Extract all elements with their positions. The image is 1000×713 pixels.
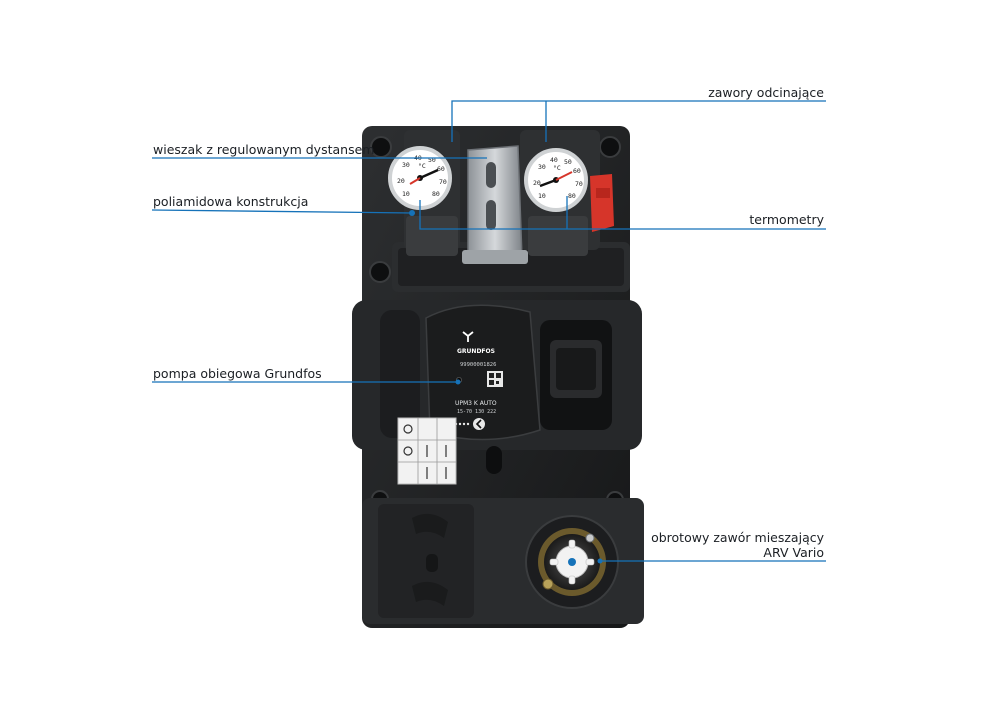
thermo-right-unit: °C bbox=[553, 164, 561, 172]
label-arv-vario: ARV Vario bbox=[763, 545, 824, 560]
label-poliamidowa-konstrukcja: poliamidowa konstrukcja bbox=[153, 194, 309, 209]
thermo-right-tick: 60 bbox=[573, 167, 581, 175]
thermometer-right bbox=[524, 148, 588, 212]
thermo-left-tick: 50 bbox=[428, 156, 436, 164]
thermo-left-tick: 30 bbox=[402, 161, 410, 169]
thermo-right-tick: 40 bbox=[550, 156, 558, 164]
thermo-left-unit: °C bbox=[418, 162, 426, 170]
rotary-mixing-valve bbox=[525, 515, 619, 609]
pump-brand: GRUNDFOS bbox=[457, 348, 495, 355]
label-zawor-mieszajacy: obrotowy zawór mieszający bbox=[651, 530, 824, 545]
thermo-left-tick: 70 bbox=[439, 178, 447, 186]
grundfos-pump: GRUNDFOS 99900001826 UPM3 K AUTO 15-70 1… bbox=[425, 304, 612, 441]
dot-zawor bbox=[597, 558, 603, 564]
thermo-right-tick: 80 bbox=[568, 192, 576, 200]
thermo-left-tick: 80 bbox=[432, 190, 440, 198]
thermo-left-tick: 20 bbox=[397, 177, 405, 185]
pump-model: UPM3 K AUTO bbox=[455, 400, 497, 407]
leader-zawory bbox=[451, 100, 826, 142]
valve-handle bbox=[590, 174, 614, 232]
leader-poliamid bbox=[151, 209, 413, 214]
thermo-right-tick: 30 bbox=[538, 163, 546, 171]
thermo-left-tick: 60 bbox=[437, 165, 445, 173]
pump-model-code: 15-70 130 222 bbox=[457, 409, 496, 415]
thermo-left-tick: 10 bbox=[402, 190, 410, 198]
thermo-right-tick: 10 bbox=[538, 192, 546, 200]
thermo-right-tick: 70 bbox=[575, 180, 583, 188]
thermo-right-tick: 50 bbox=[564, 158, 572, 166]
heating-group-illustration: °C °C 10 20 30 40 50 60 70 80 10 20 30 4… bbox=[352, 126, 644, 628]
leader-lines bbox=[151, 100, 826, 564]
label-pompa-obiegowa: pompa obiegowa Grundfos bbox=[153, 366, 322, 381]
thermo-right-tick: 20 bbox=[533, 179, 541, 187]
dot-pompa bbox=[455, 379, 461, 385]
pump-serial: 99900001826 bbox=[460, 362, 496, 368]
leader-termometry bbox=[419, 200, 826, 230]
label-zawory-odcinajace: zawory odcinające bbox=[708, 85, 824, 100]
label-termometry: termometry bbox=[749, 212, 824, 227]
dot-poliamid bbox=[409, 210, 415, 216]
instruction-sticker bbox=[397, 417, 457, 485]
label-wieszak: wieszak z regulowanym dystansem bbox=[153, 142, 375, 157]
